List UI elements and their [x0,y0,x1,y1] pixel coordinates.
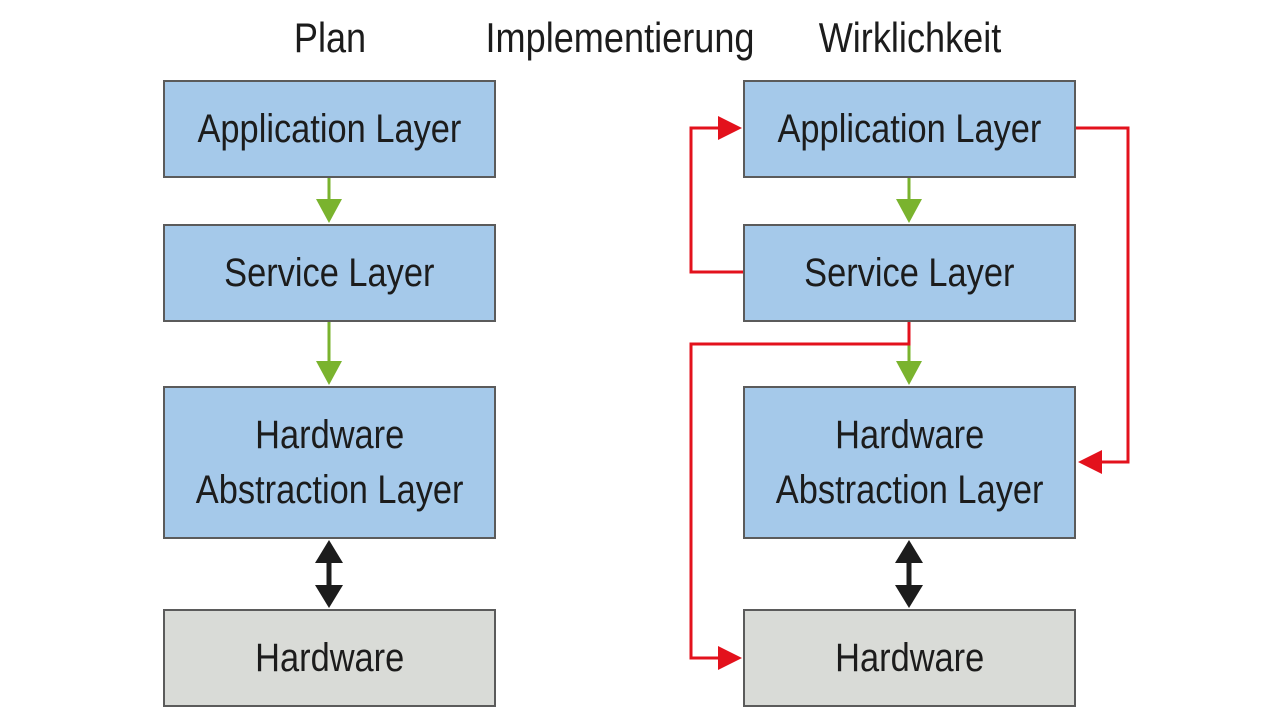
plan-hal-label-line2: Abstraction Layer [195,467,464,512]
plan-service-layer-label: Service Layer [224,250,435,295]
reality-service-to-hal-arrow [896,344,922,385]
reality-hal-box: Hardware Abstraction Layer [743,386,1076,539]
plan-hal-hardware-bidirectional-arrow [315,540,343,608]
reality-hal-label-line2: Abstraction Layer [775,467,1044,512]
plan-application-layer-box: Application Layer [163,80,496,178]
service-to-hardware-violation-arrow [689,322,911,670]
plan-service-to-hal-arrow [316,322,342,385]
plan-hardware-label: Hardware [254,635,405,680]
reality-service-layer-label: Service Layer [804,250,1015,295]
plan-hal-label-line1: Hardware [254,412,405,457]
reality-service-layer-box: Service Layer [743,224,1076,322]
plan-app-to-service-arrow [316,178,342,223]
plan-service-layer-box: Service Layer [163,224,496,322]
application-to-hal-violation-arrow [1076,126,1130,474]
reality-hal-label-line1: Hardware [834,412,985,457]
plan-hardware-box: Hardware [163,609,496,707]
reality-app-to-service-arrow [896,178,922,223]
heading-plan: Plan [293,14,367,61]
reality-hardware-label: Hardware [834,635,985,680]
reality-application-layer-box: Application Layer [743,80,1076,178]
plan-hal-box: Hardware Abstraction Layer [163,386,496,539]
service-to-application-violation-arrow [689,116,743,274]
heading-implementation: Implementierung [485,14,755,61]
reality-hal-hardware-bidirectional-arrow [895,540,923,608]
plan-application-layer-label: Application Layer [197,106,462,151]
heading-reality: Wirklichkeit [818,14,1002,61]
reality-hardware-box: Hardware [743,609,1076,707]
reality-application-layer-label: Application Layer [777,106,1042,151]
